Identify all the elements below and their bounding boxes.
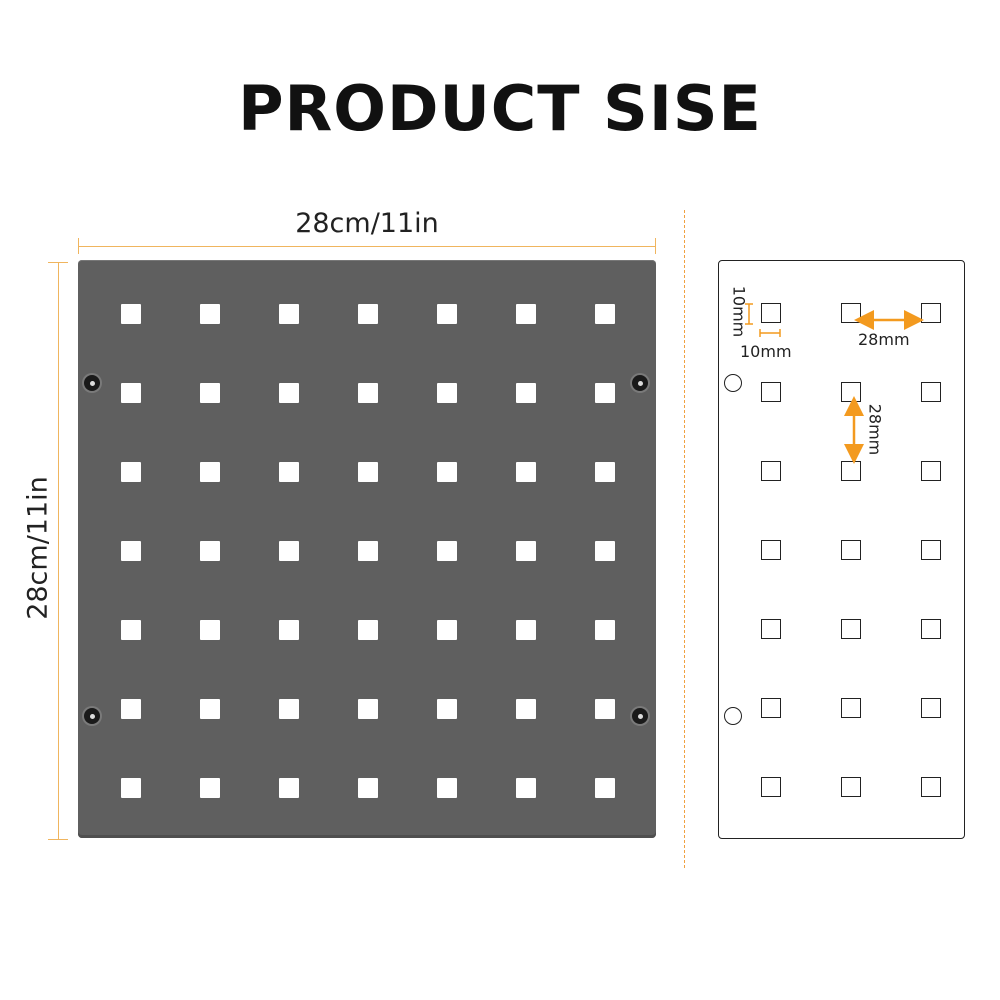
peg-hole bbox=[358, 383, 378, 403]
page-title: PRODUCT SISE bbox=[238, 72, 762, 145]
mounting-screw-hole bbox=[632, 375, 648, 391]
peg-hole bbox=[516, 541, 536, 561]
schematic-hole bbox=[841, 619, 861, 639]
peg-hole bbox=[437, 699, 457, 719]
pegboard-panel bbox=[78, 260, 656, 838]
peg-hole bbox=[358, 462, 378, 482]
peg-hole bbox=[200, 462, 220, 482]
width-dimension-tick-right bbox=[655, 238, 656, 254]
schematic-hole bbox=[921, 698, 941, 718]
peg-hole bbox=[595, 778, 615, 798]
height-dimension-line bbox=[58, 262, 59, 840]
peg-hole bbox=[595, 699, 615, 719]
schematic-hole bbox=[841, 777, 861, 797]
peg-hole bbox=[121, 462, 141, 482]
hole-width-label: 10mm bbox=[740, 342, 792, 361]
schematic-hole bbox=[761, 540, 781, 560]
peg-hole bbox=[200, 620, 220, 640]
section-divider bbox=[684, 210, 685, 868]
peg-hole bbox=[200, 304, 220, 324]
peg-hole bbox=[358, 699, 378, 719]
width-dimension-line bbox=[78, 246, 656, 247]
mounting-screw-hole bbox=[84, 708, 100, 724]
schematic-hole bbox=[761, 777, 781, 797]
peg-hole bbox=[200, 699, 220, 719]
peg-hole bbox=[437, 462, 457, 482]
peg-hole bbox=[595, 620, 615, 640]
peg-hole bbox=[437, 383, 457, 403]
schematic-screw-hole bbox=[724, 707, 742, 725]
width-dimension-tick-left bbox=[78, 238, 79, 254]
peg-hole bbox=[121, 778, 141, 798]
peg-hole bbox=[121, 699, 141, 719]
peg-hole bbox=[437, 778, 457, 798]
schematic-hole bbox=[761, 461, 781, 481]
peg-hole bbox=[279, 462, 299, 482]
schematic-hole bbox=[921, 461, 941, 481]
peg-hole bbox=[516, 778, 536, 798]
peg-hole bbox=[279, 383, 299, 403]
peg-hole bbox=[200, 778, 220, 798]
schematic-hole bbox=[761, 382, 781, 402]
schematic-hole bbox=[921, 540, 941, 560]
schematic-hole bbox=[841, 698, 861, 718]
peg-hole bbox=[516, 620, 536, 640]
hole-height-bracket bbox=[745, 303, 753, 325]
peg-hole bbox=[121, 383, 141, 403]
peg-hole bbox=[358, 778, 378, 798]
height-dimension-tick-bottom bbox=[48, 839, 68, 840]
schematic-screw-hole bbox=[724, 374, 742, 392]
peg-hole bbox=[358, 620, 378, 640]
peg-hole bbox=[121, 304, 141, 324]
peg-hole bbox=[121, 620, 141, 640]
peg-hole bbox=[279, 699, 299, 719]
schematic-hole bbox=[921, 777, 941, 797]
peg-hole bbox=[121, 541, 141, 561]
peg-hole bbox=[595, 462, 615, 482]
board-width-label: 28cm/11in bbox=[295, 208, 439, 239]
schematic-hole bbox=[761, 698, 781, 718]
peg-hole bbox=[595, 541, 615, 561]
horizontal-spacing-label: 28mm bbox=[858, 330, 910, 349]
peg-hole bbox=[200, 383, 220, 403]
peg-hole bbox=[516, 304, 536, 324]
schematic-hole bbox=[921, 382, 941, 402]
schematic-hole bbox=[841, 540, 861, 560]
schematic-hole bbox=[921, 619, 941, 639]
peg-hole bbox=[437, 620, 457, 640]
peg-hole bbox=[279, 541, 299, 561]
peg-hole bbox=[437, 304, 457, 324]
mounting-screw-hole bbox=[632, 708, 648, 724]
peg-hole bbox=[358, 541, 378, 561]
peg-hole bbox=[437, 541, 457, 561]
peg-hole bbox=[516, 462, 536, 482]
hole-spacing-schematic bbox=[718, 260, 965, 839]
height-dimension-tick-top bbox=[48, 262, 68, 263]
peg-hole bbox=[200, 541, 220, 561]
peg-hole bbox=[358, 304, 378, 324]
schematic-hole bbox=[761, 303, 781, 323]
hole-width-bracket bbox=[759, 329, 781, 337]
peg-hole bbox=[279, 778, 299, 798]
peg-hole bbox=[516, 383, 536, 403]
mounting-screw-hole bbox=[84, 375, 100, 391]
peg-hole bbox=[279, 304, 299, 324]
peg-hole bbox=[595, 383, 615, 403]
peg-hole bbox=[595, 304, 615, 324]
peg-hole bbox=[279, 620, 299, 640]
schematic-hole bbox=[761, 619, 781, 639]
peg-hole bbox=[516, 699, 536, 719]
